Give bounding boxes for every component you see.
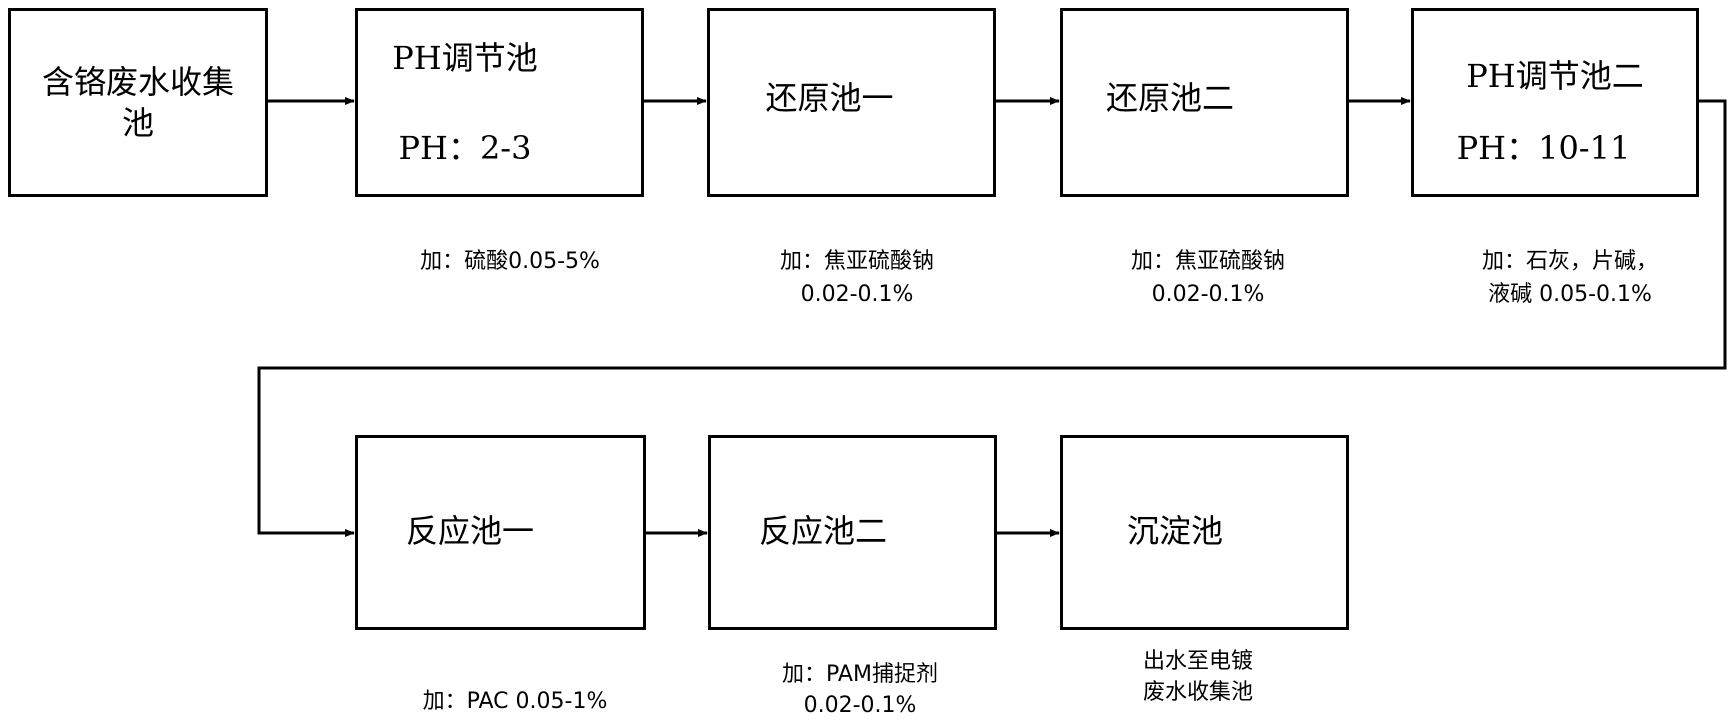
node-ph-adjust-1-ph: PH：2-3 (398, 129, 532, 167)
node-ph-adjust-1 (355, 8, 644, 197)
note-ph-adjust-2-line2: 液碱 0.05-0.1% (1488, 282, 1652, 307)
note-reaction-2-line2: 0.02-0.1% (803, 693, 917, 718)
node-sedimentation-title: 沉淀池 (1126, 512, 1223, 550)
note-reduction-1-line1: 加：焦亚硫酸钠 (779, 249, 934, 274)
node-ph-adjust-1-title: PH调节池 (392, 39, 538, 77)
node-ph-adjust-2-ph: PH：10-11 (1456, 129, 1631, 167)
node-reaction-1-title: 反应池一 (405, 512, 534, 550)
node-reduction-1-title: 还原池一 (765, 79, 894, 117)
node-ph-adjust-2-title: PH调节池二 (1466, 57, 1644, 95)
node-collection-label-2: 池 (121, 104, 154, 142)
node-collection-tank (8, 8, 268, 197)
note-sedimentation-line1: 出水至电镀 (1142, 649, 1253, 674)
node-reaction-1 (355, 435, 646, 630)
note-sedimentation-line2: 废水收集池 (1142, 680, 1253, 705)
note-reduction-2-line1: 加：焦亚硫酸钠 (1130, 249, 1285, 274)
node-reduction-1 (707, 8, 996, 197)
node-reaction-2 (708, 435, 997, 630)
note-reduction-2-line2: 0.02-0.1% (1151, 282, 1265, 307)
node-reaction-2-title: 反应池二 (758, 512, 887, 550)
node-ph-adjust-2 (1411, 8, 1699, 197)
node-sedimentation (1060, 435, 1349, 630)
note-reaction-1: 加：PAC 0.05-1% (422, 689, 608, 714)
connector-row-wrap (257, 99, 1727, 537)
note-reduction-1-line2: 0.02-0.1% (800, 282, 914, 307)
note-ph-adjust-1: 加：硫酸0.05-5% (420, 249, 600, 274)
node-collection-label-1: 含铬废水收集 (41, 63, 234, 101)
node-reduction-2-title: 还原池二 (1105, 79, 1234, 117)
note-reaction-2-line1: 加：PAM捕捉剂 (782, 662, 938, 687)
note-ph-adjust-2-line1: 加：石灰，片碱， (1481, 249, 1658, 274)
node-reduction-2 (1060, 8, 1349, 197)
